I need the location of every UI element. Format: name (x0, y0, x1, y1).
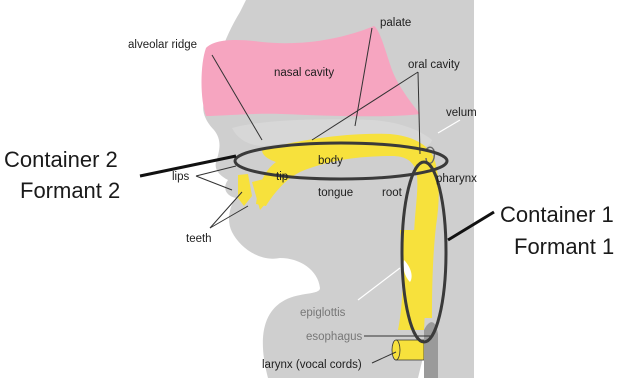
label-velum: velum (446, 107, 477, 119)
label-alveolar-ridge: alveolar ridge (128, 39, 197, 51)
label-larynx: larynx (vocal cords) (262, 359, 362, 371)
label-nasal-cavity: nasal cavity (274, 67, 334, 79)
label-root: root (382, 187, 403, 199)
container1-title: Container 1 (500, 202, 614, 227)
label-teeth: teeth (186, 233, 212, 245)
label-esophagus: esophagus (306, 331, 363, 343)
container2-formant: Formant 2 (20, 178, 120, 203)
label-lips: lips (172, 171, 190, 183)
label-epiglottis: epiglottis (300, 307, 346, 319)
container1-formant: Formant 1 (514, 234, 614, 259)
label-oral-cavity: oral cavity (408, 59, 460, 71)
label-tip: tip (276, 171, 288, 183)
container2-title: Container 2 (4, 147, 118, 172)
label-body: body (318, 155, 343, 167)
label-tongue: tongue (318, 187, 353, 199)
label-palate: palate (380, 17, 411, 29)
label-pharynx: pharynx (436, 173, 477, 185)
larynx-opening (392, 340, 400, 360)
